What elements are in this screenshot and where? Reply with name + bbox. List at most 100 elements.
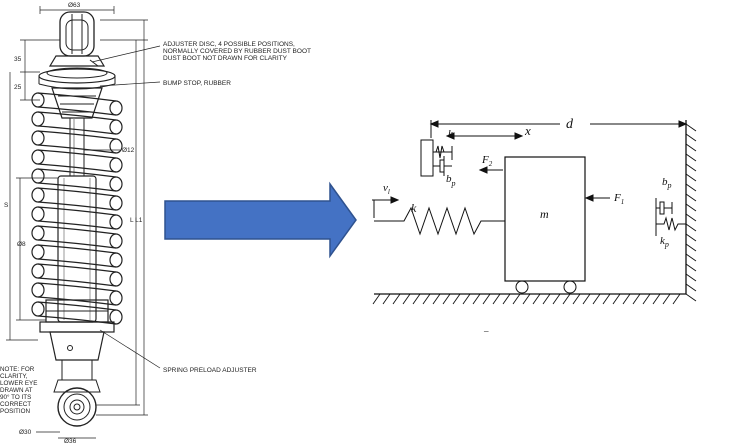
coil-section-left: [31, 130, 45, 146]
coil-section-right: [109, 100, 123, 116]
dim-rod-diameter: Ø12: [122, 147, 135, 154]
coil-section-left: [31, 263, 45, 279]
dim-s: S: [4, 202, 9, 209]
ground-hatch-line: [552, 293, 561, 305]
right-bumper: [655, 198, 686, 236]
dim-body-diameter: Ø8: [17, 241, 26, 248]
coil-section-left: [31, 111, 45, 127]
coil-turn: [37, 111, 117, 121]
coil-section-right: [109, 252, 123, 268]
model-labels: d x k F2 bp vl k m F1 bp kp –: [383, 117, 672, 336]
ground-hatch-line: [412, 293, 421, 305]
coil-section-left: [31, 168, 45, 184]
coil-turn: [37, 130, 117, 140]
note-line-1: NOTE: FOR: [0, 366, 35, 373]
ground-hatch-line: [502, 293, 511, 305]
wall-hatch-line: [685, 243, 697, 252]
label-k-top: k: [448, 128, 454, 140]
coil-section-left: [31, 187, 45, 203]
wall-hatch-line: [685, 173, 697, 182]
label-F2: F2: [481, 154, 493, 168]
ground-hatch-line: [672, 293, 681, 305]
coil-turn: [37, 296, 117, 306]
coil-turn: [37, 206, 117, 216]
ground-hatch-line: [422, 293, 431, 305]
wall-hatch-line: [685, 153, 697, 162]
ground-hatch-line: [482, 293, 491, 305]
ground-hatch-line: [452, 293, 461, 305]
coil-section-right: [109, 233, 123, 249]
wall-hatch-line: [685, 203, 697, 212]
coil-section-right: [109, 119, 123, 135]
wall-hatch-line: [685, 253, 697, 262]
label-b-right-sub: p: [667, 181, 672, 190]
note-line-7: POSITION: [0, 408, 31, 415]
label-F1-sub: 1: [621, 198, 625, 206]
coil-turn: [37, 277, 117, 287]
coil-turn: [37, 282, 117, 292]
note-line-5: 90° TO ITS: [0, 393, 31, 401]
dim-length: L L1: [130, 217, 143, 224]
coil-section-left: [31, 301, 45, 317]
ground-hatch-line: [532, 293, 541, 305]
coil-spring: [31, 92, 123, 325]
coil-turn: [37, 187, 117, 197]
shock-absorber-drawing: [6, 6, 161, 439]
ground-hatch-line: [432, 293, 441, 305]
ground-hatch-line: [612, 293, 621, 305]
note-line-6: CORRECT: [0, 401, 31, 408]
coil-section-right: [109, 157, 123, 173]
ground-hatch-line: [372, 293, 381, 305]
wall-hatch-line: [685, 293, 697, 302]
ground: [372, 293, 686, 305]
ground-hatch-line: [542, 293, 551, 305]
coil-section-right: [109, 290, 123, 306]
coil-turn: [37, 263, 117, 273]
ground-hatch-line: [572, 293, 581, 305]
wall-hatch-line: [685, 133, 697, 142]
wall-hatch-line: [685, 143, 697, 152]
coil-turn: [37, 163, 117, 173]
leader-lines: [91, 45, 161, 369]
coil-turn: [37, 301, 117, 311]
ground-hatch-line: [462, 293, 471, 305]
wall-hatch-line: [685, 263, 697, 272]
left-bumper: [420, 139, 453, 177]
dimension-lines: [6, 6, 148, 439]
coil-section-left: [31, 206, 45, 222]
label-d: d: [566, 117, 574, 132]
label-dash: –: [483, 326, 489, 336]
coil-section-right: [109, 271, 123, 287]
label-b-left: bp: [446, 173, 456, 188]
label-F1-main: F: [613, 192, 621, 204]
coil-section-left: [31, 244, 45, 260]
note-line-4: DRAWN AT: [0, 387, 33, 394]
coil-turn: [37, 106, 117, 116]
label-b-right-main: b: [662, 176, 668, 188]
wall-hatch-line: [685, 193, 697, 202]
ground-hatch-line: [492, 293, 501, 305]
coil-section-right: [109, 138, 123, 154]
coil-section-right: [109, 214, 123, 230]
right-arrow-icon: [164, 181, 357, 259]
ground-hatch-line: [602, 293, 611, 305]
drawing-labels: Ø63 35 25 Ø12 S Ø8 L L1 Ø30 Ø36 ADJUSTER…: [0, 2, 311, 445]
dim-35: 35: [14, 56, 22, 63]
callout-adjuster-3: DUST BOOT NOT DRAWN FOR CLARITY: [163, 55, 288, 62]
ground-hatch-line: [592, 293, 601, 305]
callout-adjuster-1: ADJUSTER DISC, 4 POSSIBLE POSITIONS,: [163, 41, 295, 48]
dim-25: 25: [14, 84, 22, 91]
label-k-right-main: k: [660, 235, 666, 247]
coil-turn: [37, 201, 117, 211]
wall-hatch-line: [685, 183, 697, 192]
callout-preload: SPRING PRELOAD ADJUSTER: [163, 367, 257, 374]
ground-hatch-line: [522, 293, 531, 305]
label-b-left-main: b: [446, 173, 452, 185]
coil-turn: [37, 244, 117, 254]
wall-hatch-line: [685, 283, 697, 292]
note-line-2: CLARITY,: [0, 373, 28, 380]
coil-turn: [37, 125, 117, 135]
wall-hatch-line: [685, 223, 697, 232]
right-wall: [685, 120, 697, 302]
